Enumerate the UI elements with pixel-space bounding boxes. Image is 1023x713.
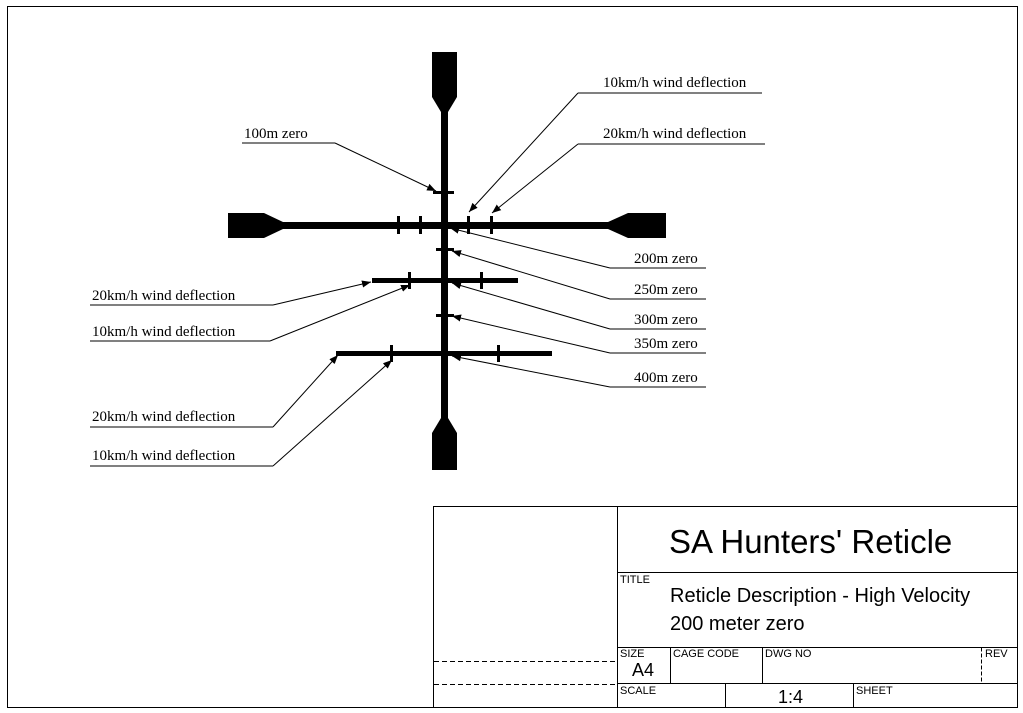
callout-leader — [269, 284, 411, 342]
callout-mid-10kmh-label: 10km/h wind deflection — [92, 324, 236, 340]
callout-low-20kmh-label: 20km/h wind deflection — [92, 409, 236, 425]
top-post — [432, 52, 457, 112]
callout-100m-zero-label: 100m zero — [244, 126, 308, 142]
callout-leader — [491, 143, 579, 214]
wind-bar-tick — [480, 272, 483, 289]
crosshair-wind-tick — [490, 216, 493, 234]
callout-leader — [451, 250, 611, 300]
size-caption: SIZE — [620, 648, 644, 660]
bottom-post — [432, 418, 457, 470]
callout-leader — [451, 314, 611, 354]
sheet-caption: SHEET — [856, 685, 893, 697]
wind-bar-300m — [372, 278, 518, 283]
company-name: SA Hunters' Reticle — [669, 523, 952, 560]
callout-leader — [334, 142, 437, 192]
zero-mark-350m — [436, 314, 454, 317]
rev-caption: REV — [985, 648, 1008, 660]
callout-leader — [272, 280, 372, 306]
right-post — [608, 213, 666, 238]
callout-leader — [451, 354, 611, 388]
horizontal-crosshair — [228, 222, 666, 229]
callout-350m-zero-label: 350m zero — [634, 336, 698, 352]
wind-bar-tick — [408, 272, 411, 289]
callout-upper-10kmh-label: 10km/h wind deflection — [603, 75, 747, 91]
callout-leader — [468, 92, 579, 213]
title-caption: TITLE — [620, 574, 650, 586]
reticle — [228, 52, 666, 470]
wind-bar-tick — [390, 345, 393, 362]
crosshair-wind-tick — [419, 216, 422, 234]
callout-upper-20kmh-label: 20km/h wind deflection — [603, 126, 747, 142]
left-post — [228, 213, 283, 238]
crosshair-wind-tick — [467, 216, 470, 234]
callouts: 10km/h wind deflection 20km/h wind defle… — [90, 75, 765, 467]
scale-value: 1:4 — [778, 687, 803, 707]
wind-bar-tick — [497, 345, 500, 362]
callout-mid-20kmh-label: 20km/h wind deflection — [92, 288, 236, 304]
wind-bar-400m — [336, 351, 552, 356]
callout-low-10kmh-label: 10km/h wind deflection — [92, 448, 236, 464]
drawing-title-line1: Reticle Description - High Velocity — [670, 585, 970, 607]
callout-400m-zero-label: 400m zero — [634, 370, 698, 386]
callout-250m-zero-label: 250m zero — [634, 282, 698, 298]
crosshair-wind-tick — [397, 216, 400, 234]
callout-leader — [272, 359, 393, 467]
callout-leader — [272, 354, 339, 428]
title-block: SA Hunters' Reticle TITLE Reticle Descri… — [433, 506, 1018, 708]
callout-leader — [451, 282, 611, 330]
callout-200m-zero-label: 200m zero — [634, 251, 698, 267]
dwg-no-caption: DWG NO — [765, 648, 812, 660]
scale-caption: SCALE — [620, 685, 656, 697]
zero-mark-100m — [433, 191, 454, 194]
drawing-title-line2: 200 meter zero — [670, 613, 805, 635]
callout-leader — [449, 226, 611, 269]
cage-code-caption: CAGE CODE — [673, 648, 739, 660]
vertical-crosshair — [441, 52, 448, 470]
size-value: A4 — [632, 660, 654, 680]
callout-300m-zero-label: 300m zero — [634, 312, 698, 328]
zero-mark-250m — [436, 248, 454, 251]
